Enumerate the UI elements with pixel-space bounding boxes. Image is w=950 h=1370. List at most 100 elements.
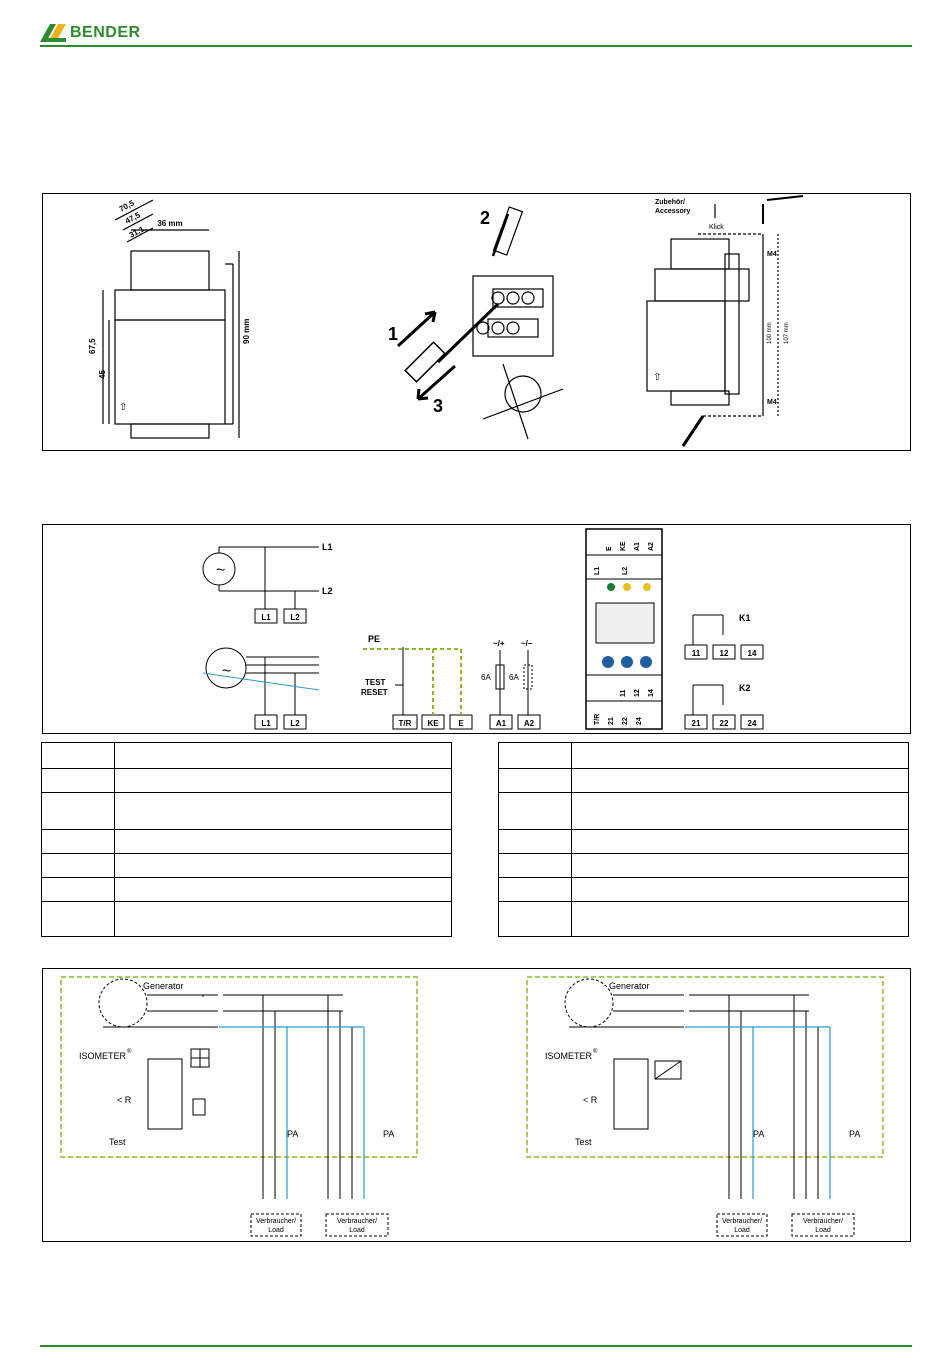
- fuse-2: 6A: [509, 673, 519, 682]
- right-load-1-a: Verbraucher/: [722, 1218, 762, 1225]
- term-3ph-l1: L1: [261, 719, 271, 728]
- term-ac-l1: L1: [261, 613, 271, 622]
- left-isometer: ISOMETER: [79, 1051, 127, 1061]
- term-ac-l2: L2: [290, 613, 300, 622]
- right-isometer-reg: ®: [593, 1048, 598, 1055]
- left-generator: Generator: [143, 981, 184, 991]
- relay1-term-12: 12: [720, 649, 729, 658]
- led-3: [643, 583, 651, 591]
- wiring-diagram: ~ ~ L1 L2 L1 L2 L1 L2 PE TEST RESET T/R …: [202, 528, 764, 730]
- ac-symbol: ~: [216, 562, 225, 579]
- header-rule: [40, 45, 912, 47]
- left-isometer-reg: ®: [127, 1048, 132, 1055]
- label-l1: L1: [322, 542, 333, 552]
- dim-left-2: 45: [98, 370, 107, 379]
- click-label: Klick: [709, 224, 724, 231]
- relay2-term-24: 24: [748, 719, 757, 728]
- right-pa-2: PA: [849, 1129, 860, 1139]
- term-a2: A2: [524, 719, 535, 728]
- relay2-term-21: 21: [692, 719, 701, 728]
- screw-dim-2: 107 mm: [784, 322, 790, 344]
- left-load-1-b: Load: [268, 1227, 284, 1234]
- left-pa-2: PA: [383, 1129, 394, 1139]
- label-test: TEST: [365, 678, 386, 687]
- left-less-r: < R: [117, 1095, 132, 1105]
- button-up[interactable]: [602, 656, 614, 668]
- dev-term-a1: A1: [634, 542, 641, 551]
- dim-left-1: 67,5: [88, 338, 97, 354]
- left-test: Test: [109, 1137, 126, 1147]
- right-test: Test: [575, 1137, 592, 1147]
- footer-rule: [40, 1345, 912, 1347]
- right-less-r: < R: [583, 1095, 598, 1105]
- dev-term-21: 21: [608, 717, 615, 725]
- relay-k1: K1: [739, 613, 751, 623]
- up-arrow-icon: ⇧: [119, 402, 127, 413]
- left-pa-1: PA: [287, 1129, 298, 1139]
- button-down[interactable]: [621, 656, 633, 668]
- step-2: 2: [480, 208, 490, 228]
- supply-minus: ~/–: [521, 639, 533, 648]
- left-load-2-a: Verbraucher/: [337, 1218, 377, 1225]
- ac-symbol-2: ~: [222, 663, 231, 680]
- relay2-term-22: 22: [720, 719, 729, 728]
- label-pe: PE: [368, 634, 380, 644]
- right-isometer: ISOMETER: [545, 1051, 593, 1061]
- dev-term-ke: KE: [620, 541, 627, 551]
- dev-term-14: 14: [648, 689, 655, 697]
- wiring-panel: ~ ~ L1 L2 L1 L2 L1 L2 PE TEST RESET T/R …: [42, 524, 911, 734]
- right-load-1-b: Load: [734, 1227, 750, 1234]
- legend-table-left: [41, 742, 452, 937]
- supply-plus: ~/+: [493, 639, 505, 648]
- dev-term-l1: L1: [594, 567, 601, 575]
- bender-logo-icon: [40, 24, 66, 42]
- term-ke: KE: [427, 719, 439, 728]
- relay1-term-11: 11: [692, 649, 701, 658]
- label-l2: L2: [322, 586, 333, 596]
- dim-top-2: 47,5: [124, 210, 142, 226]
- screw-bottom-label: M4: [767, 399, 777, 406]
- right-generator: Generator: [609, 981, 650, 991]
- led-2: [623, 583, 631, 591]
- application-diagram: Generator ISOMETER ® < R Test PA PA Verb…: [60, 976, 884, 1237]
- dim-height: 90 mm: [242, 319, 251, 344]
- led-1: [607, 583, 615, 591]
- dim-width: 36 mm: [157, 219, 182, 228]
- relay1-term-14: 14: [748, 649, 757, 658]
- button-enter[interactable]: [640, 656, 652, 668]
- dev-term-a2: A2: [648, 542, 655, 551]
- term-3ph-l2: L2: [290, 719, 300, 728]
- accessory-label: Zubehör/: [655, 199, 685, 206]
- term-tr: T/R: [399, 719, 412, 728]
- term-a1: A1: [496, 719, 507, 728]
- dimension-panel: 36 mm 90 mm 67,5 45 70,5 47,5 31,1 ⇧: [42, 193, 911, 451]
- left-load-2-b: Load: [349, 1227, 365, 1234]
- relay-k2: K2: [739, 683, 751, 693]
- dev-term-12: 12: [634, 689, 641, 697]
- dev-term-e: E: [606, 546, 613, 551]
- right-pa-1: PA: [753, 1129, 764, 1139]
- dev-term-11: 11: [620, 689, 627, 697]
- dev-term-l2: L2: [622, 567, 629, 575]
- fuse-1: 6A: [481, 673, 491, 682]
- legend-table-right: [498, 742, 909, 937]
- up-arrow-icon-2: ⇧: [653, 372, 661, 383]
- right-load-2-a: Verbraucher/: [803, 1218, 843, 1225]
- dev-term-24: 24: [636, 717, 643, 725]
- header-logo: BENDER: [40, 22, 141, 44]
- step-1: 1: [388, 324, 398, 344]
- accessory-label-2: Accessory: [655, 208, 691, 215]
- dev-term-tr: T/R: [594, 714, 601, 725]
- left-load-1-a: Verbraucher/: [256, 1218, 296, 1225]
- brand-name: BENDER: [70, 24, 141, 41]
- step-3: 3: [433, 396, 443, 416]
- label-reset: RESET: [361, 688, 388, 697]
- dim-top-1: 70,5: [118, 198, 136, 214]
- dev-term-22: 22: [622, 717, 629, 725]
- application-panel: Generator ISOMETER ® < R Test PA PA Verb…: [42, 968, 911, 1242]
- screw-top-label: M4: [767, 251, 777, 258]
- dimension-drawing: 36 mm 90 mm 67,5 45 70,5 47,5 31,1 ⇧: [88, 195, 804, 447]
- term-e: E: [458, 719, 464, 728]
- screw-dim-1: 100 mm: [767, 322, 773, 344]
- right-load-2-b: Load: [815, 1227, 831, 1234]
